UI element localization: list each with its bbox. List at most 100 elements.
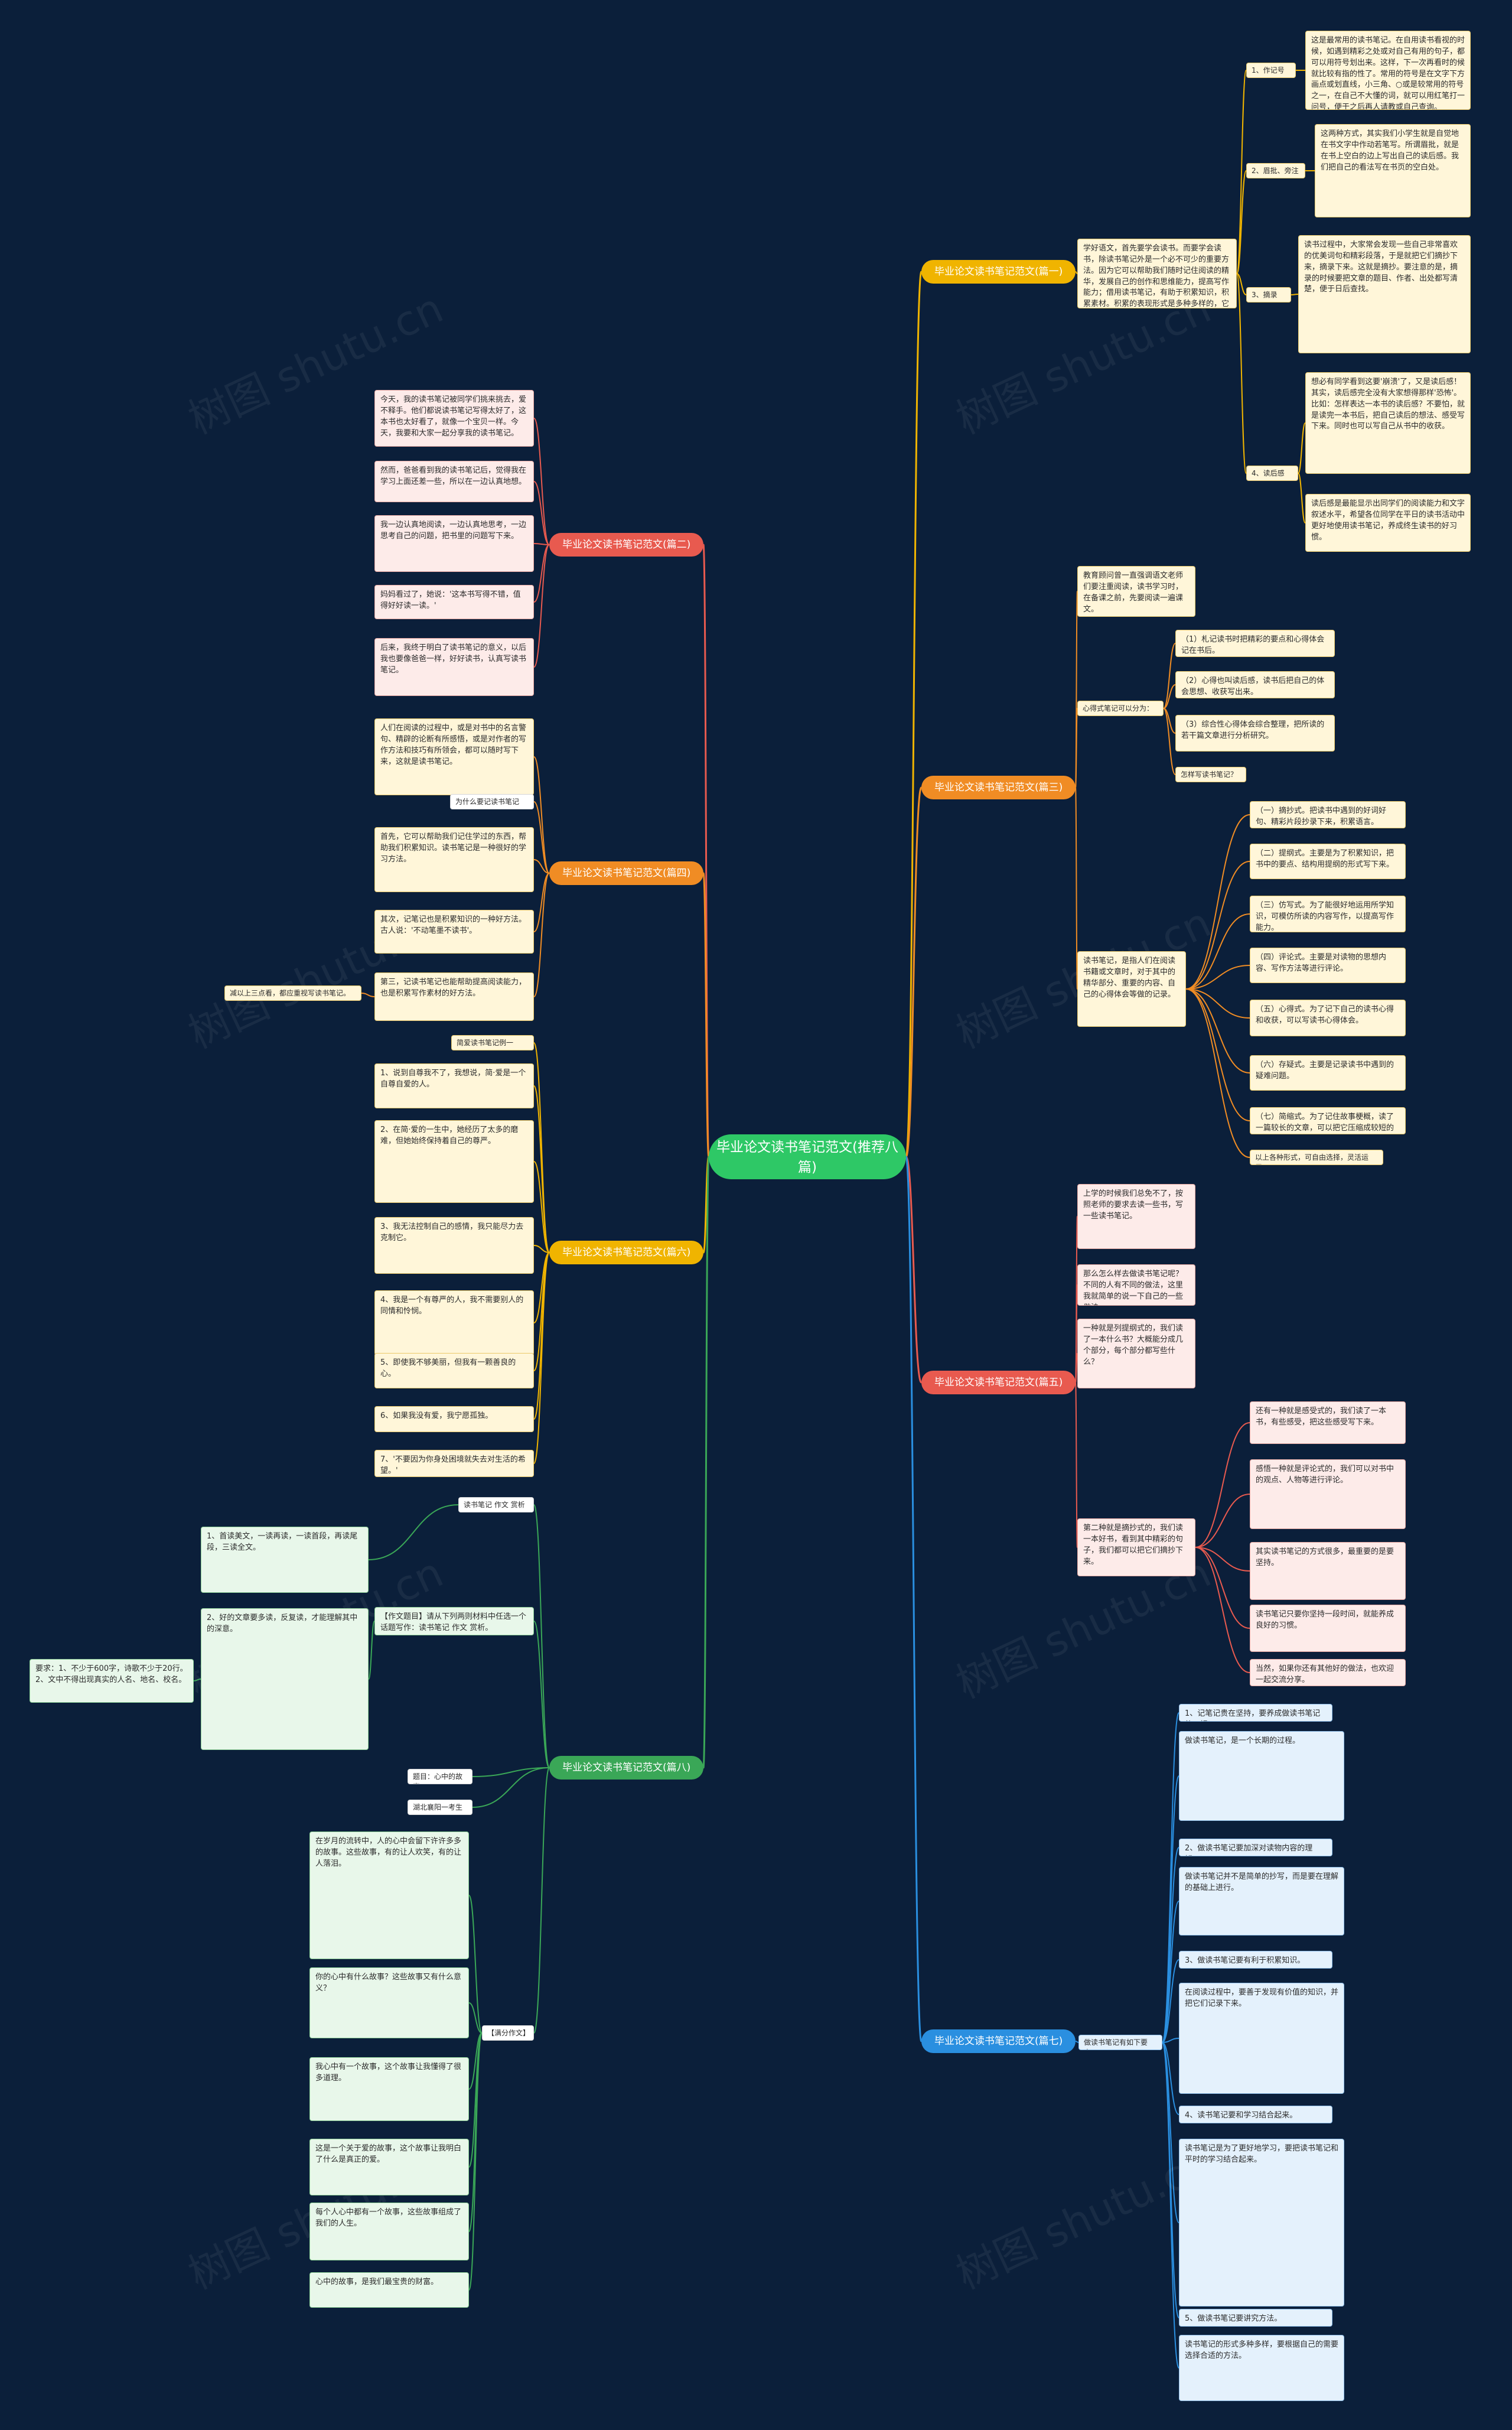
branch-part-8[interactable]: 毕业论文读书笔记范文(篇八) [549,1756,704,1780]
part-6-quote: 6、如果我没有爱，我宁愿孤独。 [374,1406,534,1432]
part-6-title: 简爱读书笔记例一 [451,1035,534,1050]
tip-heading: 4、读书笔记要和学习结合起来。 [1179,2106,1332,2123]
tip-detail: 做读书笔记并不是简单的抄写，而是要在理解的基础上进行。 [1179,1867,1344,1935]
method-annotation-detail: 这两种方式，其实我们小学生就是自觉地在书文字中作动若笔写。所谓眉批，就是在书上空… [1315,124,1471,217]
connector-line [1298,473,1306,523]
connector-line [1185,988,1250,1074]
part-3-answer: （2）心得也叫读后感，读书后把自己的体会思想、收获写出来。 [1175,671,1335,698]
note-type: （五）心得式。为了记下自己的读书心得和收获，可以写读书心得体会。 [1250,1000,1406,1036]
part-5-detail: 还有一种就是感受式的，我们读了一本书，有些感受，把这些感受写下来。 [1250,1401,1406,1444]
connector-line [533,1085,550,1253]
branch-part-3[interactable]: 毕业论文读书笔记范文(篇三) [921,776,1076,799]
part-8-paragraph: 2、好的文章要多读，反复读，才能理解其中的深意。 [201,1608,369,1750]
connector-line [1185,988,1250,1019]
connector-line [533,1252,550,1420]
part-5-detail: 读书笔记只要你坚持一段时间，就能养成良好的习惯。 [1250,1605,1406,1652]
connector-line [533,544,550,603]
connector-line [468,2032,483,2291]
connector-line [1162,2042,1179,2318]
connector-line [533,873,550,997]
connector-line [1075,2041,1079,2043]
connector-line [533,544,550,668]
part-4-label: 为什么要记读书笔记 [450,794,534,809]
part-6-quote: 5、即使我不够美丽，但我有一颗善良的心。 [374,1353,534,1388]
connector-line [1236,273,1247,474]
connector-line [1162,1712,1179,2043]
note-type: （一）摘抄式。把读书中遇到的好词好句、精彩片段抄录下来，积累语言。 [1250,801,1406,828]
part-3-question: 心得式笔记可以分为： [1077,701,1164,716]
method-mark-detail: 这是最常用的读书笔记。在自用读书看视的时候，如遇到精彩之处或对自己有用的句子，都… [1305,31,1471,110]
part-2-paragraph: 妈妈看过了，她说：'这本书写得不错，值得好好读一读。' [374,585,534,619]
tip-detail: 做读书笔记，是一个长期的过程。 [1179,1731,1344,1821]
connector-line [1236,70,1247,274]
connector-line [468,2002,483,2034]
connector-line [368,1504,459,1560]
branch-part-2[interactable]: 毕业论文读书笔记范文(篇二) [549,533,704,557]
connector-line [533,1245,550,1253]
method-reflection-detail-2: 读后感是最能显示出同学们的阅读能力和文字叙述水平，希望各位同学在平日的读书活动中… [1305,494,1471,552]
part-3-intro: 教育顾问曾一直强调语文老师们要注重阅读，读书学习时，在备课之前，先要阅读一遍课文… [1077,566,1195,617]
note-type: （七）简缩式。为了记住故事梗概，读了一篇较长的文章，可以把它压缩成较短的文章。 [1250,1107,1406,1134]
part-5-intro: 上学的时候我们总免不了，按照老师的要求去读一些书，写一些读书笔记。 [1077,1184,1195,1249]
part-5-detail: 感悟一种就是评论式的，我们可以对书中的观点、人物等进行评论。 [1250,1459,1406,1529]
connector-line [1162,2042,1179,2115]
connector-line [468,1895,483,2034]
essay-paragraph: 每个人心中都有一个故事，这些故事组成了我们的人生。 [309,2203,469,2260]
part-5-paragraph: 一种就是列提纲式的，我们读了一本什么书？大概能分成几个部分，每个部分都写些什么？ [1077,1319,1195,1388]
part-3-answer: （1）札记读书时把精彩的要点和心得体会记在书后。 [1175,630,1335,657]
branch-part-1[interactable]: 毕业论文读书笔记范文(篇一) [921,260,1076,284]
essay-paragraph: 在岁月的流转中，人的心中会留下许许多多的故事。这些故事，有的让人欢笑，有的让人落… [309,1832,469,1959]
connector-line [1163,643,1176,709]
connector-line [1185,988,1250,1121]
part-6-quote: 7、'不要因为你身处困境就失去对生活的希望。' [374,1450,534,1477]
connector-line [702,1156,710,1769]
connector-line [1185,965,1250,990]
tip-heading: 1、记笔记贵在坚持，要养成做读书笔记的习惯。 [1179,1704,1332,1722]
part-2-paragraph: 后来，我终于明白了读书笔记的意义，以后我也要像爸爸一样，好好读书，认真写读书笔记… [374,638,534,696]
branch-part-5[interactable]: 毕业论文读书笔记范文(篇五) [921,1371,1076,1394]
tip-heading: 2、做读书笔记要加深对读物内容的理解。 [1179,1839,1332,1856]
connector-line [533,859,550,874]
connector-line [533,1767,550,2034]
connector-line [1162,2038,1179,2043]
connector-line [1185,988,1250,1158]
tip-heading: 5、做读书笔记要讲究方法。 [1179,2309,1332,2327]
method-reflection: 4、读后感 [1246,466,1298,481]
connector-line [468,2032,483,2090]
connector-line [361,993,375,997]
branch-part-6[interactable]: 毕业论文读书笔记范文(篇六) [549,1241,704,1264]
connector-line [533,418,550,545]
part-4-paragraph: 人们在阅读的过程中，或是对书中的名言警句、精辟的论断有所感悟，或是对作者的写作方… [374,718,534,795]
connector-line [1185,814,1250,990]
essay-paragraph: 心中的故事，是我们最宝贵的财富。 [309,2272,469,2308]
connector-line [1163,684,1176,709]
note-type: （六）存疑式。主要是记录读书中遇到的疑难问题。 [1250,1055,1406,1091]
connector-line [1195,1547,1250,1572]
connector-line [1163,708,1176,775]
part-3-answer: 怎样写读书笔记？ [1175,767,1246,782]
root-topic[interactable]: 毕业论文读书笔记范文(推荐八篇) [709,1134,906,1179]
note-type: （二）提纲式。主要是为了积累知识，把书中的要点、结构用提纲的形式写下来。 [1250,844,1406,879]
connector-line [905,271,923,1158]
connector-line [1298,422,1306,474]
part-6-quote: 4、我是一个有尊严的人，我不需要别人的同情和怜悯。 [374,1290,534,1355]
part-5-paragraph: 第二种就是摘抄式的，我们读一本好书，看到其中精彩的句子，我们都可以把它们摘抄下来… [1077,1518,1195,1576]
part-8-requirements: 要求：1、不少于600字，诗歌不少于20行。2、文中不得出现真实的人名、地名、校… [30,1659,194,1703]
note-type: 以上各种形式，可自由选择，灵活运用。 [1250,1150,1383,1165]
part-5-paragraph: 那么怎么样去做读书笔记呢？不同的人有不同的做法，这里我就简单的说一下自己的一些做… [1077,1264,1195,1306]
part-6-quote: 2、在简·爱的一生中，她经历了太多的磨难，但她始终保持着自己的尊严。 [374,1120,534,1203]
connector-line [905,786,923,1158]
connector-line [1195,1547,1250,1673]
connector-line [1195,1547,1250,1629]
connector-line [368,1621,375,1680]
connector-line [533,1042,550,1253]
branch-part-4[interactable]: 毕业论文读书笔记范文(篇四) [549,861,704,885]
branch-part-7[interactable]: 毕业论文读书笔记范文(篇七) [921,2029,1076,2053]
connector-line [193,1678,201,1681]
connector-line [1185,913,1250,990]
connector-line [1195,1494,1250,1548]
essay-title: 题目：心中的故事 [408,1769,472,1784]
connector-line [472,1767,550,1808]
connector-line [533,1161,550,1253]
